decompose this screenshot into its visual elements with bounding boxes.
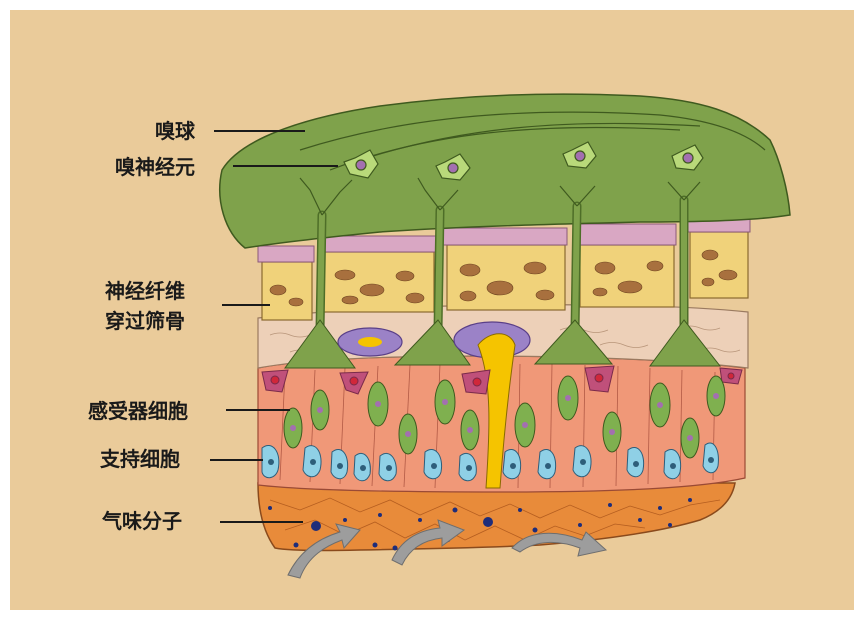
label-fiber-line2: 穿过筛骨 <box>105 309 185 333</box>
label-molecule: 气味分子 <box>101 509 182 533</box>
label-bulb: 嗅球 <box>155 119 196 143</box>
label-fiber-line1: 神经纤维 <box>105 279 185 303</box>
bone-block <box>262 262 312 320</box>
label-neuron: 嗅神经元 <box>115 155 195 179</box>
label-receptor-cell: 感受器细胞 <box>88 399 188 423</box>
bone-block <box>580 245 674 307</box>
bone-block <box>690 232 748 298</box>
label-support-cell: 支持细胞 <box>100 447 180 471</box>
